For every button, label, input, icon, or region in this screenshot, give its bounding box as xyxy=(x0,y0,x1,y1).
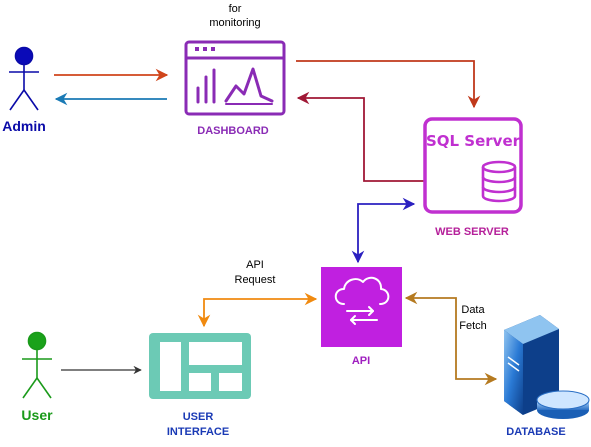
admin-actor: Admin xyxy=(2,46,46,134)
web-server-node[interactable]: SQL Server WEB SERVER xyxy=(423,117,523,238)
edge-dashboard-to-server xyxy=(296,60,481,109)
edge-api-database xyxy=(404,291,498,386)
sql-server-icon: SQL Server xyxy=(423,117,523,214)
database-label: DATABASE xyxy=(506,426,565,438)
database-server-icon xyxy=(504,315,590,419)
edge-server-to-dashboard xyxy=(296,91,424,182)
admin-label: Admin xyxy=(2,118,46,134)
dashboard-node[interactable]: for monitoring DASHBOARD xyxy=(184,3,286,137)
connectors xyxy=(54,60,498,386)
admin-person-icon xyxy=(9,46,39,111)
cloud-sync-icon xyxy=(321,267,402,347)
sql-server-icon-text: SQL Server xyxy=(426,132,521,150)
user-actor: User xyxy=(21,331,53,423)
user-label: User xyxy=(21,407,53,423)
data-fetch-note-line2: Fetch xyxy=(459,320,487,332)
api-request-note-line2: Request xyxy=(235,274,276,286)
dashboard-icon xyxy=(184,40,286,116)
monitoring-note-line2: monitoring xyxy=(209,17,260,29)
database-cylinder-icon xyxy=(481,160,517,203)
user-person-icon xyxy=(22,331,52,399)
edge-api-ui xyxy=(197,292,318,328)
monitoring-note-line1: for xyxy=(229,3,242,15)
dashboard-label: DASHBOARD xyxy=(197,125,269,137)
edge-server-api xyxy=(351,197,416,264)
database-node[interactable]: DATABASE xyxy=(504,315,590,438)
user-interface-label-line2: INTERFACE xyxy=(167,426,229,438)
api-label: API xyxy=(352,355,370,367)
user-interface-label-line1: USER xyxy=(183,411,214,423)
api-node[interactable]: API Request API Data Fetch xyxy=(235,259,487,367)
user-interface-node[interactable]: USER INTERFACE xyxy=(149,333,251,438)
interface-layout-icon xyxy=(149,333,251,399)
api-request-note-line1: API xyxy=(246,259,264,271)
web-server-label: WEB SERVER xyxy=(435,226,509,238)
data-fetch-note-line1: Data xyxy=(461,304,485,316)
